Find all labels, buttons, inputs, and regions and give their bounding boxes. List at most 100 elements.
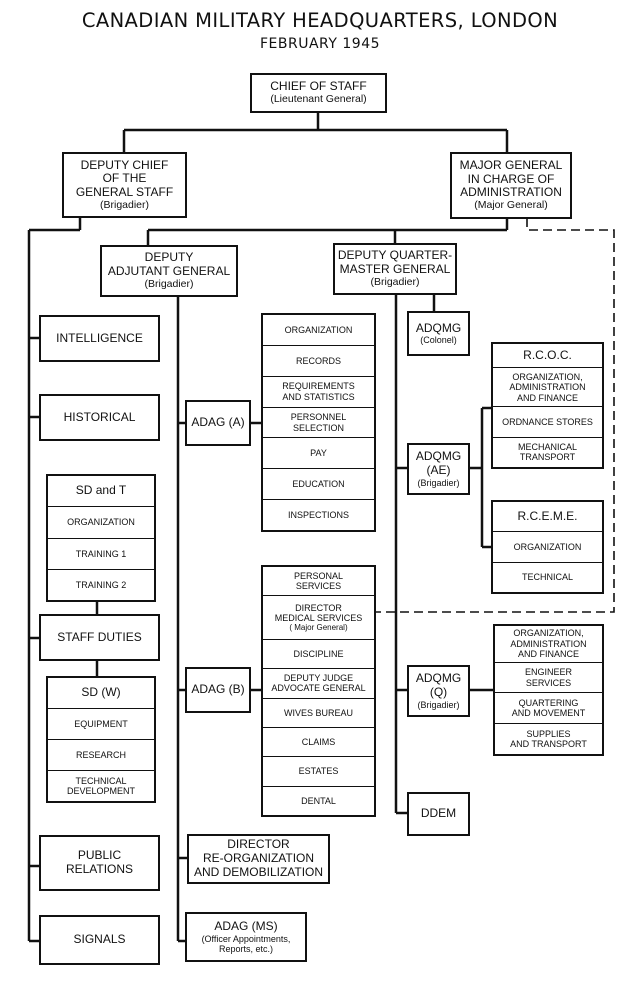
rceme-header-label: R.C.E.M.E. <box>517 508 578 523</box>
adag-b-item-label: DENTAL <box>301 795 336 806</box>
adag-b-item-label: DISCIPLINE <box>293 648 344 659</box>
director-reorganization-box: DIRECTOR RE-ORGANIZATION AND DEMOBILIZAT… <box>187 834 330 884</box>
rceme-header: R.C.E.M.E. <box>493 502 602 531</box>
adag-a-item-label: INSPECTIONS <box>287 509 349 520</box>
adqmg-ae-box: ADQMG (AE) (Brigadier) <box>407 443 470 495</box>
mgca-line-3: ADMINISTRATION <box>460 185 562 200</box>
adag-ms-note-1: (Officer Appointments, <box>201 933 291 944</box>
adag-a-item: RECORDS <box>263 344 374 376</box>
adqmg-q-box: ADQMG (Q) (Brigadier) <box>407 665 470 717</box>
dcgs-rank: (Brigadier) <box>99 198 149 211</box>
dqmg-line-2: MASTER GENERAL <box>339 262 451 277</box>
historical-box: HISTORICAL <box>39 394 160 441</box>
adag-a-item-label: PAY <box>310 448 327 459</box>
adag-b-item: DENTAL <box>263 785 374 815</box>
adag-b-item-label: CLAIMS <box>301 737 336 748</box>
public-relations-line-1: PUBLIC <box>77 848 122 863</box>
rcoc-item-label: ADMINISTRATION <box>509 382 586 393</box>
q-item-label: AND FINANCE <box>517 648 579 659</box>
chart-title: CANADIAN MILITARY HEADQUARTERS, LONDON <box>81 9 559 32</box>
director-reorg-line-3: AND DEMOBILIZATION <box>193 864 324 879</box>
adqmg-box: ADQMG (Colonel) <box>407 311 470 356</box>
deputy-chief-general-staff-box: DEPUTY CHIEF OF THE GENERAL STAFF (Briga… <box>62 152 187 218</box>
adag-b-item-label: ADVOCATE GENERAL <box>271 683 366 694</box>
mgca-rank: (Major General) <box>474 199 548 212</box>
q-item-label: QUARTERING <box>518 698 579 709</box>
adag-a-item: INSPECTIONS <box>263 499 374 530</box>
adag-ms-label: ADAG (MS) <box>214 918 278 933</box>
q-item-label: ADMINISTRATION <box>510 638 587 649</box>
dag-line-1: DEPUTY <box>144 250 194 265</box>
sd-and-t-stack: SD and T ORGANIZATION TRAINING 1 TRAININ… <box>46 474 156 602</box>
adag-b-item: DISCIPLINE <box>263 638 374 668</box>
dcgs-line-3: GENERAL STAFF <box>75 184 174 199</box>
adag-b-item: ESTATES <box>263 756 374 785</box>
ddem-box: DDEM <box>407 792 470 836</box>
chief-rank: (Lieutenant General) <box>270 92 367 105</box>
adag-a-item-label: REQUIREMENTS <box>282 381 355 392</box>
rceme-item-label: ORGANIZATION <box>513 541 582 552</box>
adag-b-item: CLAIMS <box>263 726 374 756</box>
adag-b-item-label: WIVES BUREAU <box>283 707 353 718</box>
rcoc-item: ORDNANCE STORES <box>493 406 602 436</box>
adag-a-item: EDUCATION <box>263 468 374 499</box>
adqmg-ae-label-1: ADQMG <box>415 449 462 464</box>
adag-b-item: WIVES BUREAU <box>263 697 374 727</box>
rcoc-header-label: R.C.O.C. <box>523 347 572 362</box>
q-item-label: SERVICES <box>525 677 572 688</box>
adag-b-item-label: PERSONAL <box>293 570 344 581</box>
adqmg-ae-rank: (Brigadier) <box>417 477 460 488</box>
q-item-label: ENGINEER <box>524 667 572 678</box>
adag-a-item-label: PERSONNEL <box>290 412 347 423</box>
rceme-item: TECHNICAL <box>493 561 602 592</box>
adqmg-q-label-2: (Q) <box>429 684 448 699</box>
q-item-label: AND TRANSPORT <box>510 739 587 750</box>
adag-b-item-label: DEPUTY JUDGE <box>283 673 354 684</box>
intelligence-box: INTELLIGENCE <box>39 315 160 362</box>
adqmg-rank: (Colonel) <box>420 335 457 346</box>
public-relations-line-2: RELATIONS <box>65 862 134 876</box>
rcoc-item-label: ORGANIZATION, <box>512 372 583 383</box>
major-general-administration-box: MAJOR GENERAL IN CHARGE OF ADMINISTRATIO… <box>450 152 572 219</box>
chief-of-staff-box: CHIEF OF STAFF (Lieutenant General) <box>250 73 387 113</box>
rcoc-item-label: AND FINANCE <box>516 392 578 403</box>
chief-title: CHIEF OF STAFF <box>270 79 367 94</box>
chart-date: FEBRUARY 1945 <box>259 36 381 52</box>
sdw-item-label: DEVELOPMENT <box>66 786 135 796</box>
sdt-item-label: TRAINING 2 <box>75 579 127 590</box>
rcoc-item-label: TRANSPORT <box>519 452 576 463</box>
dcgs-line-1: DEPUTY CHIEF <box>80 157 169 172</box>
sdw-item: EQUIPMENT <box>48 708 154 739</box>
sdw-item-label: EQUIPMENT <box>74 718 128 729</box>
adqmg-q-rank: (Brigadier) <box>417 699 460 710</box>
intelligence-label: INTELLIGENCE <box>56 330 143 345</box>
adag-b-item-label: DIRECTOR <box>295 602 342 613</box>
rcoc-item-label: MECHANICAL <box>517 442 577 453</box>
adag-b-item-label: SERVICES <box>295 581 342 592</box>
director-reorg-line-1: DIRECTOR <box>227 837 290 852</box>
mgca-line-1: MAJOR GENERAL <box>459 158 563 172</box>
adag-b-item-label: ESTATES <box>298 766 339 777</box>
rceme-item: ORGANIZATION <box>493 531 602 561</box>
adag-a-item-label: EDUCATION <box>292 479 345 490</box>
rceme-stack: R.C.E.M.E. ORGANIZATION TECHNICAL <box>491 500 604 594</box>
adag-a-item-label: SELECTION <box>292 422 344 433</box>
dqmg-rank: (Brigadier) <box>370 275 420 288</box>
rceme-item-label: TECHNICAL <box>521 572 573 583</box>
sdt-item: TRAINING 1 <box>48 537 154 569</box>
adag-b-box: ADAG (B) <box>185 667 251 713</box>
historical-label: HISTORICAL <box>63 409 136 424</box>
deputy-quartermaster-general-box: DEPUTY QUARTER- MASTER GENERAL (Brigadie… <box>333 243 457 295</box>
staff-duties-box: STAFF DUTIES <box>39 614 160 661</box>
